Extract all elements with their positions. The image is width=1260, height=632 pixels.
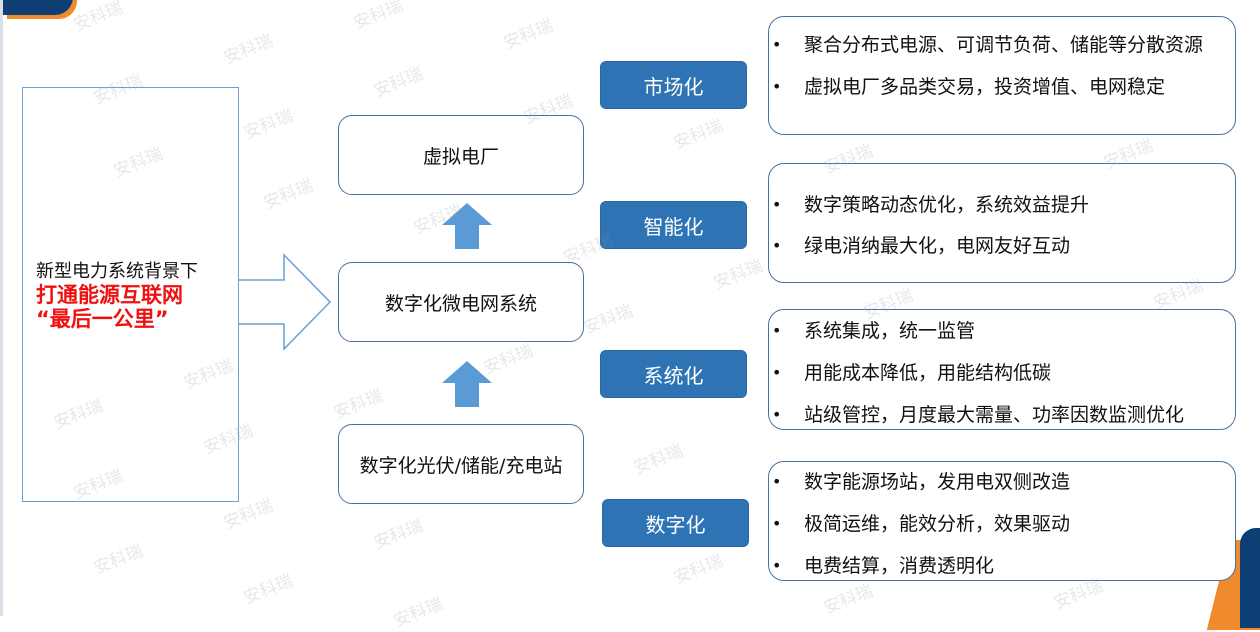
watermark: 安科瑞 [331,385,386,424]
bullet-icon: • [772,556,782,575]
up-arrow-icon [442,203,492,249]
watermark: 安科瑞 [241,570,296,609]
slide-left-edge [0,0,3,616]
watermark: 安科瑞 [71,0,126,36]
brand-corner-bottom-right [1240,528,1260,628]
card-intelligentization: • 数字策略动态优化，系统效益提升 • 绿电消纳最大化，电网友好互动 [768,163,1236,283]
watermark: 安科瑞 [221,30,276,69]
watermark: 安科瑞 [241,105,296,144]
digital-pv-storage-charging-box: 数字化光伏/储能/充电站 [338,424,584,504]
watermark: 安科瑞 [501,15,556,54]
watermark: 安科瑞 [581,300,636,339]
list-item: • 用能成本降低，用能结构低碳 [769,358,1235,388]
list-item: • 虚拟电厂多品类交易，投资增值、电网稳定 [769,72,1235,102]
watermark: 安科瑞 [671,550,726,589]
bullet-icon: • [772,405,782,424]
card-marketization: • 聚合分布式电源、可调节负荷、储能等分散资源 • 虚拟电厂多品类交易，投资增值… [768,16,1236,135]
watermark: 安科瑞 [631,440,686,479]
list-item: • 数字策略动态优化，系统效益提升 [769,190,1235,220]
up-arrow-icon [442,361,492,407]
highlight-line: 打通能源互联网 [36,282,183,307]
tag-digitalization: 数字化 [602,499,749,547]
watermark: 安科瑞 [91,540,146,579]
watermark: 安科瑞 [371,63,426,102]
bullet-icon: • [772,236,782,255]
watermark: 安科瑞 [351,0,406,34]
bullet-icon: • [772,514,782,533]
list-item: • 绿电消纳最大化，电网友好互动 [769,231,1235,261]
tag-systematization: 系统化 [600,350,747,398]
bullet-icon: • [772,321,782,340]
background-context-box [22,87,239,502]
watermark: 安科瑞 [671,115,726,154]
right-arrow-icon [239,253,332,351]
watermark: 安科瑞 [261,175,316,214]
highlight-quote: “最后一公里” [36,306,169,331]
virtual-power-plant-box: 虚拟电厂 [338,115,584,195]
list-item: • 系统集成，统一监管 [769,316,1235,346]
tag-marketization: 市场化 [600,61,747,109]
list-item: • 数字能源场站，发用电双侧改造 [769,467,1235,497]
tag-intelligentization: 智能化 [600,201,747,249]
bullet-icon: • [772,77,782,96]
watermark: 安科瑞 [821,580,876,619]
list-item: • 极简运维，能效分析，效果驱动 [769,509,1235,539]
bullet-icon: • [772,363,782,382]
bullet-icon: • [772,195,782,214]
bullet-icon: • [772,35,782,54]
card-systematization: • 系统集成，统一监管 • 用能成本降低，用能结构低碳 • 站级管控，月度最大需… [768,309,1236,430]
brand-corner-top-left [3,0,73,15]
watermark: 安科瑞 [391,593,446,632]
context-line: 新型电力系统背景下 [36,261,198,282]
list-item: • 电费结算，消费透明化 [769,551,1235,581]
watermark: 安科瑞 [711,255,766,294]
list-item: • 站级管控，月度最大需量、功率因数监测优化 [769,400,1235,430]
watermark: 安科瑞 [371,515,426,554]
list-item: • 聚合分布式电源、可调节负荷、储能等分散资源 [769,30,1235,60]
bullet-icon: • [772,472,782,491]
card-digitalization: • 数字能源场站，发用电双侧改造 • 极简运维，能效分析，效果驱动 • 电费结算… [768,461,1236,581]
background-context-text: 新型电力系统背景下 打通能源互联网 “最后一公里” [36,261,198,331]
digital-microgrid-box: 数字化微电网系统 [338,262,584,342]
